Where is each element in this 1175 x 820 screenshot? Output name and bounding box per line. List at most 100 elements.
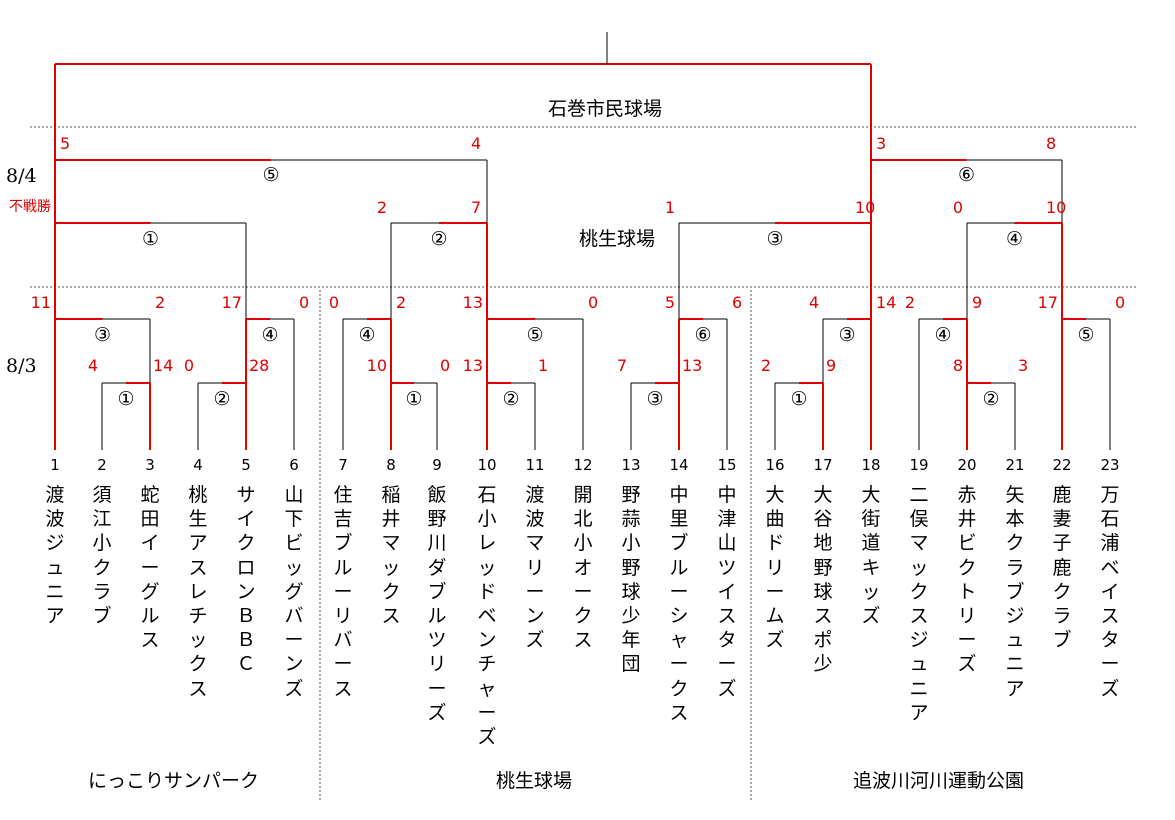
match-d1-6-score-right: 9	[826, 356, 837, 375]
match-sf-1-label: ⑤	[262, 164, 280, 186]
match-d2-1-label: ③	[93, 324, 112, 346]
match-sf-1-score-left: 5	[60, 134, 71, 153]
match-d1-5-score-left: 7	[616, 356, 627, 375]
team-number: 12	[573, 456, 593, 474]
match-d2-8-score-left: 17	[1037, 293, 1058, 312]
match-d2-7-label: ④	[934, 324, 952, 346]
team-name: 野蒜小野球少年団	[621, 484, 641, 676]
match-d1-3-score-right: 0	[440, 356, 451, 375]
match-d2-5-score-left: 5	[664, 293, 675, 312]
match-d2-7-score-left: 2	[904, 293, 915, 312]
match-qf-2-score-left: 2	[376, 198, 387, 217]
team-name: 渡波ジュニア	[45, 484, 65, 628]
team-name: 中里ブルーシャークス	[669, 484, 689, 724]
match-d2-3-score-right: 2	[396, 293, 407, 312]
team-number: 20	[957, 456, 977, 474]
match-d1-2-score-right: 28	[249, 356, 270, 375]
match-d1-2-score-left: 0	[183, 356, 194, 375]
match-qf-3-label: ③	[766, 228, 784, 250]
match-d2-5-label: ⑥	[694, 324, 712, 346]
team-number: 19	[909, 456, 929, 474]
match-sf-2-label: ⑥	[957, 164, 976, 186]
match-d1-2-label: ②	[213, 388, 231, 410]
match-d2-5-score-right: 6	[732, 293, 743, 312]
team-name: 二俣マックスジュニア	[909, 484, 929, 724]
team-name: 開北小オークス	[573, 484, 593, 652]
match-d1-7-score-left: 8	[952, 356, 963, 375]
team-name: 矢本クラブジュニア	[1005, 484, 1025, 700]
team-number: 13	[621, 456, 641, 474]
team-number: 11	[525, 456, 545, 474]
match-d2-6-score-left: 4	[808, 293, 819, 312]
team-number: 9	[432, 456, 442, 474]
date-day2: 8/4	[6, 165, 37, 187]
team-name: サイクロンＢＢＣ	[236, 484, 256, 676]
team-number: 6	[289, 456, 299, 474]
match-d2-3-label: ④	[358, 324, 376, 346]
match-qf-2-score-right: 7	[471, 198, 482, 217]
match-qf-4-score-right: 10	[1046, 198, 1067, 217]
match-d1-3-score-left: 10	[366, 356, 387, 375]
team-name: 大曲ドリームズ	[765, 484, 785, 652]
team-name: 大街道キッズ	[861, 484, 881, 628]
team-number: 22	[1052, 456, 1072, 474]
team-name: 中津山ツイスターズ	[717, 484, 737, 700]
team-name: 万石浦ベイスターズ	[1100, 484, 1120, 700]
team-name: 蛇田イーグルス	[140, 484, 160, 652]
team-number: 14	[669, 456, 689, 474]
match-d2-6-label: ③	[838, 324, 856, 346]
venue-semifinal: 桃生球場	[579, 228, 656, 250]
match-d2-2-score-left: 17	[221, 293, 242, 312]
team-name: 石小レッドベンチャーズ	[477, 484, 497, 749]
match-qf-3-score-left: 1	[664, 198, 675, 217]
team-number: 7	[338, 456, 348, 474]
match-d2-1-score-left: 11	[30, 293, 51, 312]
match-d2-3-score-left: 0	[328, 293, 339, 312]
team-name: 山下ビッグバーンズ	[284, 484, 304, 700]
match-sf-2-score-left: 3	[876, 134, 887, 153]
team-number: 16	[765, 456, 785, 474]
match-d1-6-label: ①	[790, 388, 808, 410]
match-d1-1-label: ①	[117, 388, 135, 410]
team-number: 8	[386, 456, 396, 474]
match-qf-3-score-right: 10	[855, 198, 876, 217]
match-qf-2-label: ②	[430, 228, 448, 250]
match-d1-7-score-right: 3	[1018, 356, 1029, 375]
date-day1: 8/3	[6, 355, 37, 377]
match-d2-4-label: ⑤	[526, 324, 544, 346]
match-qf-4-score-left: 0	[952, 198, 963, 217]
team-name: 須江小クラブ	[92, 484, 112, 628]
match-d1-4-score-right: 1	[538, 356, 549, 375]
match-sf-1-score-right: 4	[471, 134, 482, 153]
team-number: 10	[477, 456, 497, 474]
match-qf-1-label: ①	[141, 228, 160, 250]
team-name: 大谷地野球スポ少	[813, 484, 833, 676]
team-number: 18	[861, 456, 881, 474]
match-d2-2-label: ④	[261, 324, 279, 346]
match-d2-4-score-left: 13	[462, 293, 483, 312]
match-d2-7-score-right: 9	[972, 293, 983, 312]
venue-zone2: 桃生球場	[496, 770, 573, 792]
venue-zone1: にっこりサンパーク	[88, 770, 260, 792]
team-name: 桃生アスレチックス	[188, 484, 208, 700]
match-d1-5-score-right: 13	[682, 356, 703, 375]
match-d1-6-score-left: 2	[760, 356, 771, 375]
match-d1-3-label: ①	[405, 388, 423, 410]
match-d1-1-score-right: 14	[153, 356, 174, 375]
venue-final: 石巻市民球場	[548, 98, 663, 120]
team-name: 鹿妻子鹿クラブ	[1052, 484, 1072, 652]
team-number: 15	[717, 456, 737, 474]
match-qf-4-label: ④	[1005, 228, 1024, 250]
match-d1-1-score-left: 4	[87, 356, 98, 375]
match-d2-8-label: ⑤	[1077, 324, 1095, 346]
match-d1-7-label: ②	[982, 388, 1000, 410]
match-d1-4-score-left: 13	[462, 356, 483, 375]
team-name: 稲井マックス	[381, 484, 401, 628]
team-number: 21	[1005, 456, 1025, 474]
team-name: 赤井ビクトリーズ	[957, 484, 977, 676]
team-name: 住吉ブルーリバース	[333, 484, 353, 700]
match-sf-2-score-right: 8	[1046, 134, 1057, 153]
match-d2-6-score-right: 14	[876, 293, 897, 312]
